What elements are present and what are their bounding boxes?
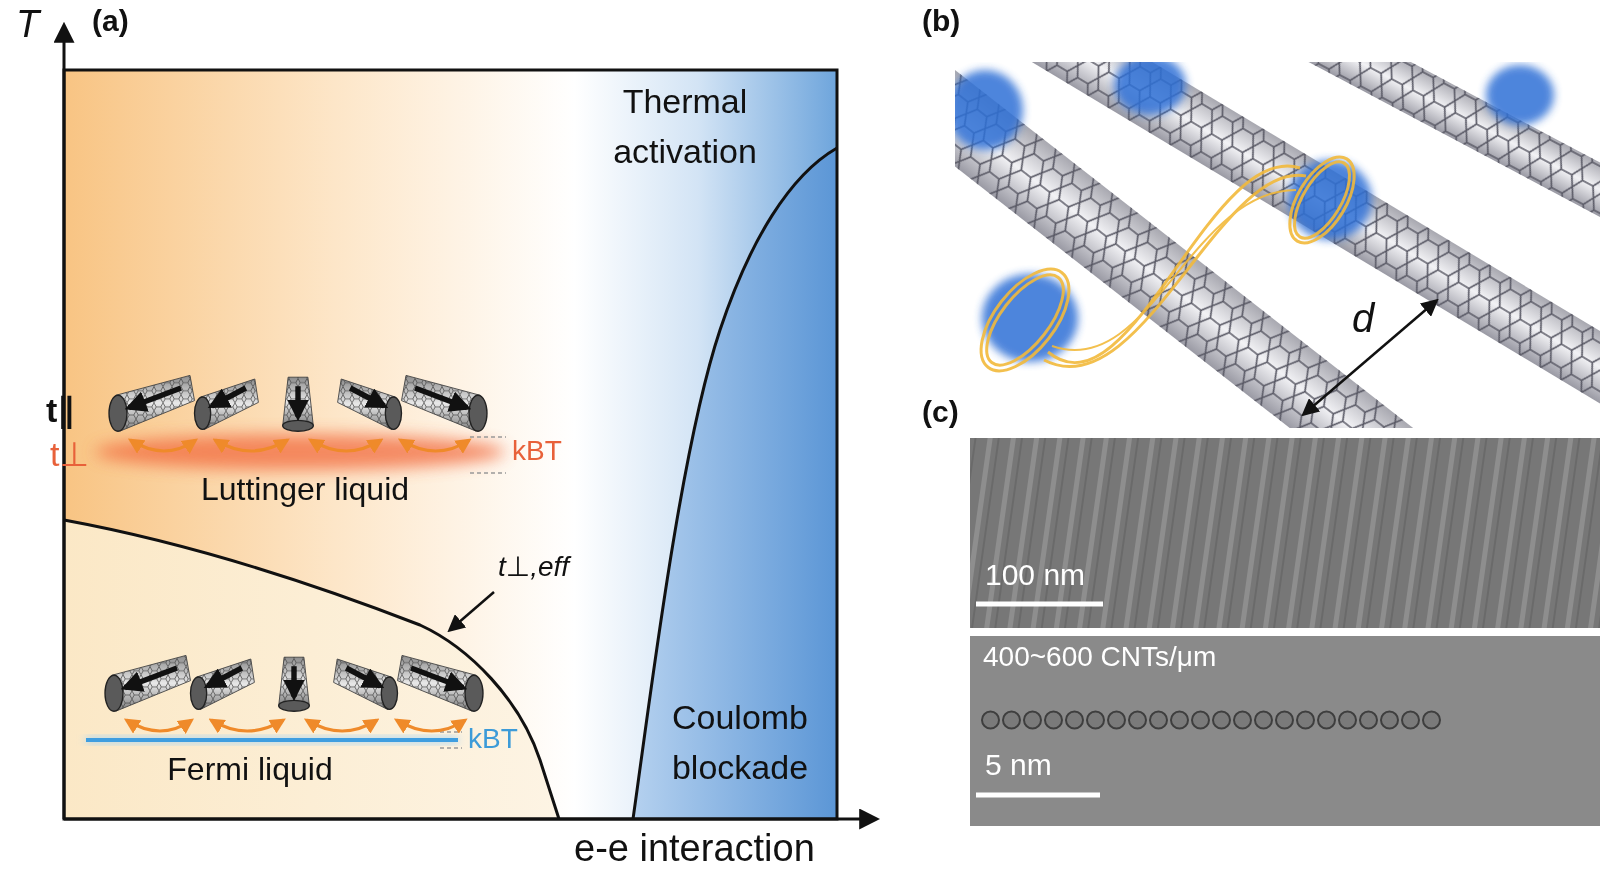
region-label: Thermal activation xyxy=(583,76,787,176)
hopping-label: t∥ xyxy=(46,392,74,429)
phase-region: Thermal activation xyxy=(583,76,787,176)
phase-diagram xyxy=(64,26,876,819)
phase-region: Luttinger liquid xyxy=(158,470,452,508)
panel-letter: (a) xyxy=(92,4,129,37)
nanotube-illustration xyxy=(955,62,1600,428)
region-label: Coulomb blockade xyxy=(640,692,840,792)
phase-region: Fermi liquid xyxy=(138,750,362,788)
axis-label: e-e interaction xyxy=(574,828,815,870)
energy-label: kBT xyxy=(512,436,562,467)
density-label: 400~600 CNTs/μm xyxy=(983,642,1216,673)
sem-images xyxy=(970,438,1600,826)
panel-letter: (c) xyxy=(922,395,959,428)
region-label: Fermi liquid xyxy=(138,750,362,788)
energy-label: kBT xyxy=(468,724,518,755)
phase-region: Coulomb blockade xyxy=(640,692,840,792)
axis-label: T xyxy=(16,4,39,46)
hopping-label: t⊥ xyxy=(50,436,89,473)
scale-label: 100 nm xyxy=(985,558,1085,591)
panel-letter: (b) xyxy=(922,4,960,37)
region-label: Luttinger liquid xyxy=(158,470,452,508)
dimension-label: d xyxy=(1352,296,1374,340)
scale-label: 5 nm xyxy=(985,748,1052,781)
curve-label: t⊥,eff xyxy=(498,552,569,583)
